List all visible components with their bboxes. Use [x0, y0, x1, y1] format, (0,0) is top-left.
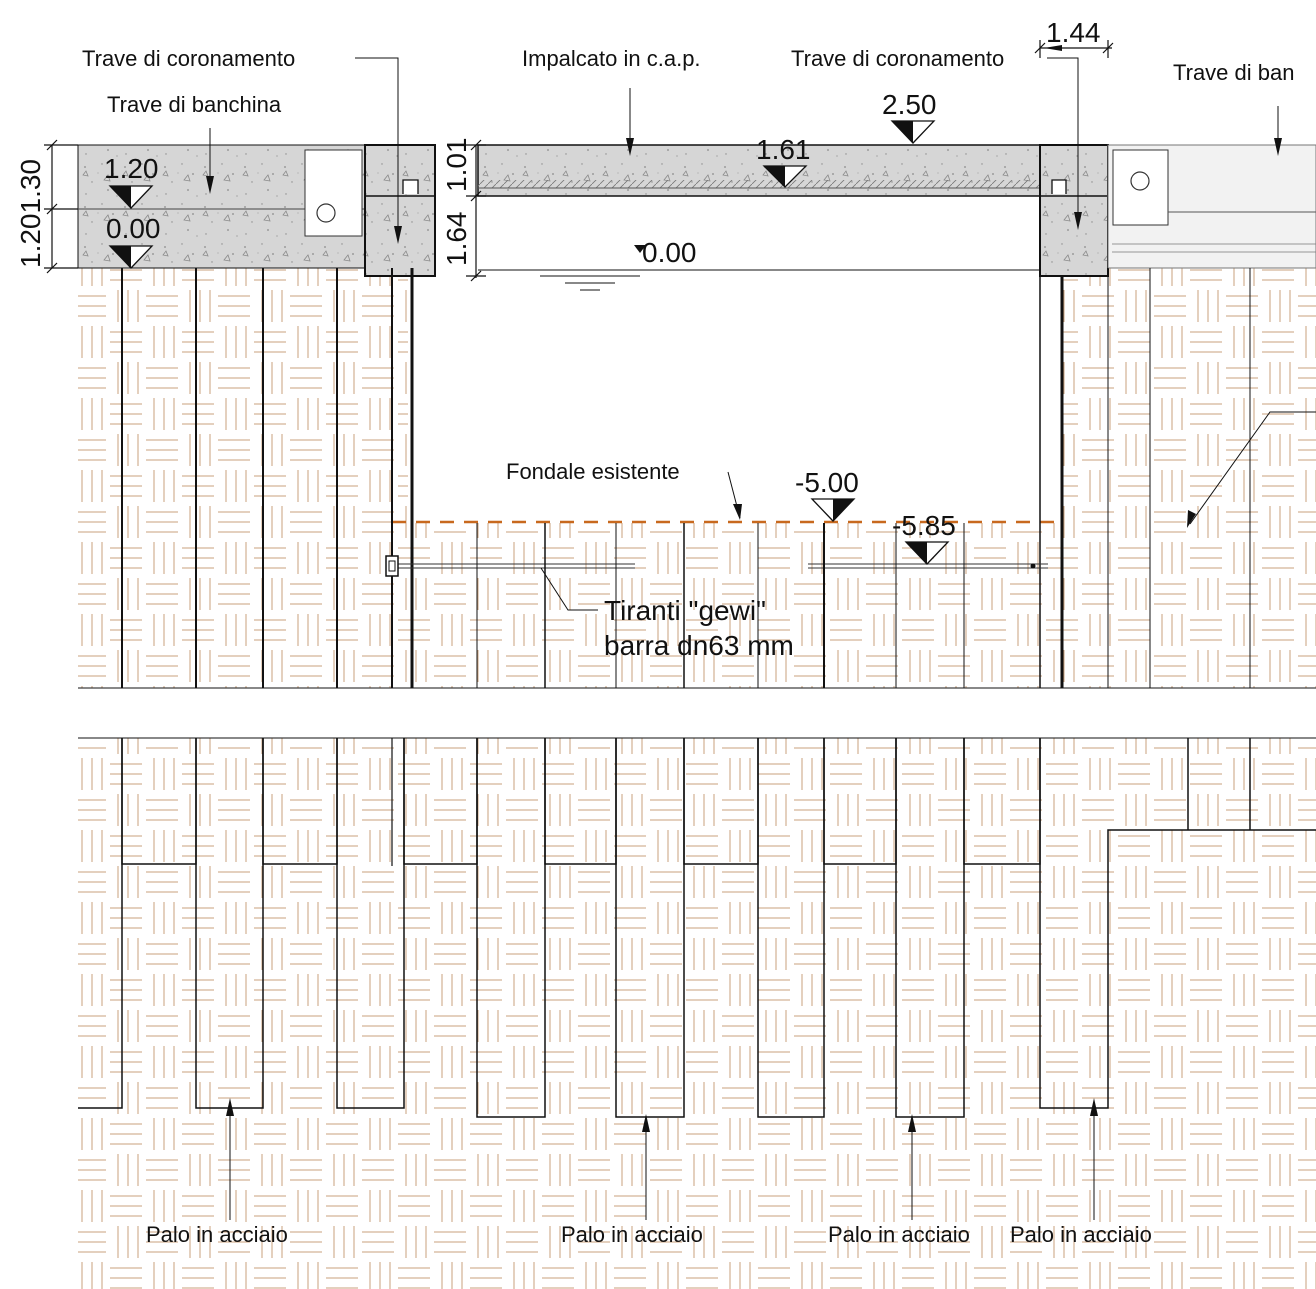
label-fondale: Fondale esistente — [506, 459, 680, 484]
level-deck-top: 2.50 — [882, 89, 937, 120]
label-impalcato: Impalcato in c.a.p. — [522, 46, 701, 71]
label-trave-banchina-left: Trave di banchina — [107, 92, 282, 117]
pile-l — [615, 738, 685, 1118]
right-crown-beam — [1039, 144, 1109, 277]
water-line — [478, 269, 1040, 291]
label-palo-4: Palo in acciaio — [1010, 1222, 1152, 1247]
label-trave-banchina-right: Trave di ban — [1173, 60, 1294, 85]
sheet-pile-right — [1039, 268, 1064, 688]
level-deck-mid: 1.61 — [756, 134, 811, 165]
soil-zone-upper — [78, 268, 1316, 688]
left-crown-beam — [364, 144, 436, 277]
level-left-top: 1.20 — [104, 153, 159, 184]
dim-left-vertical: 1.201.30 — [15, 159, 46, 268]
pile-h — [78, 738, 123, 1109]
leader-arrowheads — [206, 45, 1282, 1132]
pile-k — [476, 738, 546, 1118]
label-trave-coronamento-left: Trave di coronamento — [82, 46, 295, 71]
right-quay-beam — [1107, 144, 1316, 269]
level-left-zero: 0.00 — [106, 213, 161, 244]
label-tiranti-2: barra dn63 mm — [604, 630, 794, 661]
label-trave-coronamento-right: Trave di coronamento — [791, 46, 1004, 71]
pile-j — [336, 738, 405, 1109]
label-tiranti-1: Tiranti "gewi" — [604, 595, 766, 626]
piles-upper — [121, 268, 1251, 688]
dim-beam-upper: 1.01 — [441, 138, 472, 193]
label-palo-1: Palo in acciaio — [146, 1222, 288, 1247]
sheet-pile-left — [391, 268, 414, 866]
deck-slab — [477, 144, 1041, 197]
level-markers — [108, 120, 950, 565]
pile-o — [1039, 738, 1316, 1109]
label-palo-3: Palo in acciaio — [828, 1222, 970, 1247]
label-palo-2: Palo in acciaio — [561, 1222, 703, 1247]
dim-beam-width: 1.44 — [1046, 17, 1101, 48]
tie-rods — [385, 555, 1048, 577]
pile-m — [757, 738, 825, 1118]
level-seabed: -5.00 — [795, 467, 859, 498]
pile-n — [895, 738, 965, 1118]
level-water: 0.00 — [642, 237, 697, 268]
level-dredge: -5.85 — [892, 510, 956, 541]
dim-beam-lower: 1.64 — [441, 212, 472, 267]
